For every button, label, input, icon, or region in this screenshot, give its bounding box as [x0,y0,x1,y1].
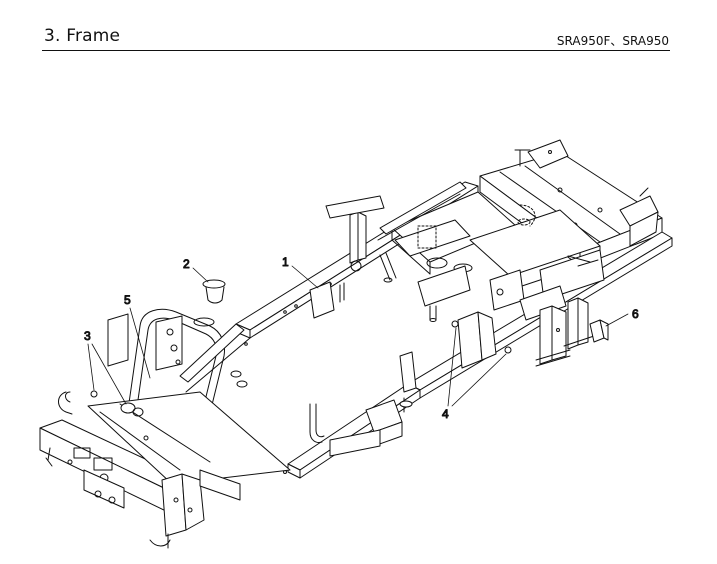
cap-part [193,279,226,327]
callout-label-2: 2 [183,257,190,271]
spacer-block [589,319,609,343]
hanger-bracket [399,311,512,393]
left-front-rail [179,323,251,393]
section-title: 3. Frame [44,26,121,46]
callout-5: 5 [124,293,151,379]
pivot-bushing [90,390,144,417]
rear-bracket-right [619,187,659,247]
upper-left-rail [377,181,467,241]
callout-label-3: 3 [84,329,91,343]
rear-support-leg-2 [563,297,595,350]
front-hoop [107,308,225,471]
model-numbers: SRA950F、SRA950 [556,34,669,48]
rail-mount-bracket [309,281,345,319]
callout-label-5: 5 [124,293,131,307]
front-hook [45,391,73,467]
callout-4: 4 [442,327,507,422]
rear-bracket-top [514,139,569,169]
right-rear-bracket [519,249,605,321]
header-rule [42,50,670,51]
callout-label-1: 1 [282,255,289,269]
callout-6: 6 [605,307,640,327]
center-bracket [417,265,525,322]
center-plate [394,204,536,273]
front-right-bracket [149,469,241,549]
front-floor-plate [87,391,291,485]
callout-2: 2 [183,257,209,283]
bent-pipe [309,403,325,443]
callout-label-6: 6 [632,307,639,321]
callout-3: 3 [84,329,127,405]
rear-support-leg [535,305,571,367]
callout-1: 1 [282,255,319,289]
callout-label-4: 4 [442,407,449,421]
left-rear-post [325,195,397,283]
middle-bracket [329,397,413,457]
page-header: 3. Frame SRA950F、SRA950 [0,0,717,51]
front-hitch-plate [83,469,125,509]
